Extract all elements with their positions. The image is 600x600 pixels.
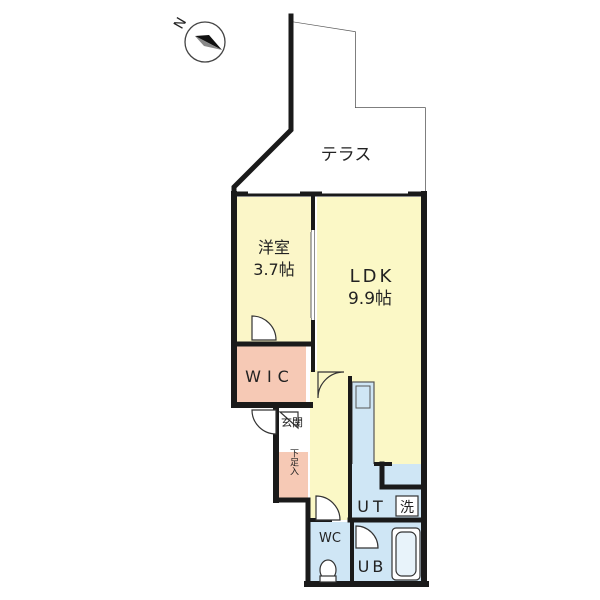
washer-box xyxy=(395,495,419,517)
washer-label: 洗 xyxy=(400,500,414,516)
shoe-box-door xyxy=(278,411,299,430)
north-arrow-tail xyxy=(195,36,222,50)
western-room-label: 洋室 xyxy=(258,238,290,257)
openings xyxy=(248,190,408,320)
hall-fill xyxy=(310,370,352,520)
door-swings xyxy=(251,315,379,549)
compass: N xyxy=(171,15,226,63)
western-room-size: 3.7帖 xyxy=(253,260,294,279)
western-room-fill xyxy=(234,197,314,342)
ldk-label: LDK xyxy=(350,266,395,287)
ldk-door xyxy=(317,371,345,399)
wic-fill xyxy=(234,345,306,403)
toilet-tank xyxy=(319,575,337,583)
fixtures xyxy=(319,495,421,583)
ut-label: UT xyxy=(357,497,386,516)
ldk-bottom-wall xyxy=(379,461,427,490)
wc-label: WC xyxy=(319,531,341,546)
ub-door xyxy=(355,525,379,549)
wc-door xyxy=(315,495,341,521)
terrace-label: テラス xyxy=(321,145,372,165)
north-arrow-icon xyxy=(195,35,222,50)
shoe-box-label: 下足入 xyxy=(288,449,299,476)
wic-label: WIC xyxy=(245,367,295,386)
entrance-label: 玄関 xyxy=(281,415,303,429)
sink-basin xyxy=(355,385,371,409)
western-room-door xyxy=(251,315,277,341)
ub-label: UB xyxy=(358,557,387,576)
entrance-door xyxy=(251,409,277,435)
compass-north-label: N xyxy=(171,15,190,32)
bathtub-inner xyxy=(395,531,417,577)
ldk-size: 9.9帖 xyxy=(348,289,392,309)
shoe-box-fill xyxy=(278,452,308,498)
terrace: テラス xyxy=(234,21,426,192)
walls xyxy=(231,13,429,587)
terrace-fill xyxy=(234,22,425,192)
